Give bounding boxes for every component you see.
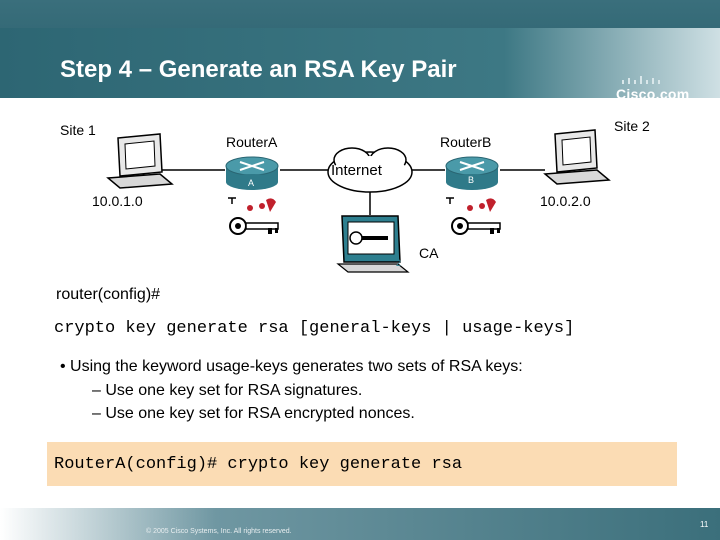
bullet-usage-keys: • Using the keyword usage-keys generates… (60, 358, 523, 376)
ca-server-icon: 2 (336, 215, 410, 273)
site1-label: Site 1 (60, 122, 96, 138)
routerA-tag: A (248, 178, 255, 188)
slide-title: Step 4 – Generate an RSA Key Pair (60, 56, 457, 83)
bullet-intro: • Using the keyword (60, 358, 207, 375)
internet-cloud-icon (327, 147, 413, 193)
cisco-logo: Cisco.com (616, 86, 690, 102)
example-code-box (47, 442, 677, 486)
bullet-keyword: usage-keys (206, 358, 288, 375)
footer-bar (0, 508, 720, 540)
site2-label: Site 2 (614, 118, 650, 134)
config-prompt: router(config)# (56, 286, 161, 303)
svg-text:2: 2 (396, 258, 401, 268)
ca-label: CA (419, 245, 439, 261)
command-syntax: crypto key generate rsa [general-keys | … (54, 319, 575, 338)
header-band (0, 28, 720, 98)
pc-site2-icon (543, 129, 611, 185)
routerA-label: RouterA (226, 134, 278, 150)
pc-site1-icon (106, 133, 174, 189)
copyright-text: © 2005 Cisco Systems, Inc. All rights re… (146, 528, 292, 535)
sub-bullet-nonces: – Use one key set for RSA encrypted nonc… (92, 405, 415, 422)
routerB-label: RouterB (440, 134, 492, 150)
subnet2-label: 10.0.2.0 (540, 193, 591, 209)
cisco-logo-bars (622, 76, 660, 84)
page-number: 11 (700, 520, 709, 529)
subnet1-label: 10.0.1.0 (92, 193, 143, 209)
bullet-rest: generates two sets of RSA keys: (287, 358, 523, 375)
router-a-icon (225, 156, 279, 190)
router-b-icon (445, 156, 499, 190)
routerB-tag: B (468, 175, 475, 185)
internet-label: Internet (331, 162, 382, 179)
key-pair-b-icon (446, 197, 501, 235)
example-command: RouterA(config)# crypto key generate rsa (54, 455, 463, 474)
sub-bullet-signatures: – Use one key set for RSA signatures. (92, 382, 363, 399)
key-pair-a-icon (228, 197, 279, 235)
